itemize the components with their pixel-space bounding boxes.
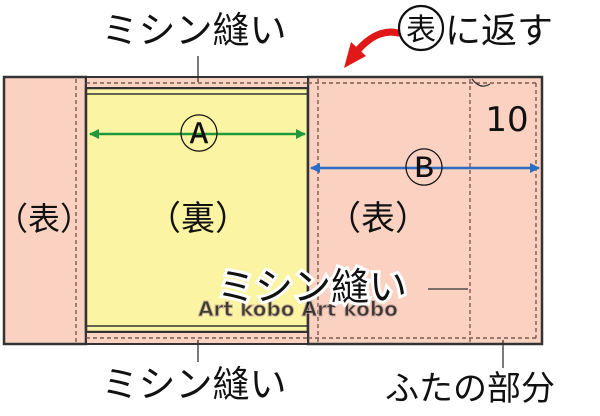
watermark: Art kobo Art kobo xyxy=(198,297,398,321)
stitch-middle-label: ミシン縫い xyxy=(217,265,407,309)
dimension-10-label: 10 xyxy=(485,100,528,140)
stitch-top-label: ミシン縫い xyxy=(102,9,287,52)
corner-mark xyxy=(471,78,491,87)
stitch-lines xyxy=(75,79,537,342)
front-right-label: （表） xyxy=(327,199,429,239)
turn-arrowhead xyxy=(344,42,366,68)
left-front-panel xyxy=(2,75,88,346)
top-seam-strip xyxy=(85,76,309,89)
turn-arrow xyxy=(354,28,402,54)
center-back-panel xyxy=(84,86,310,334)
dimension-a-label: Ⓐ xyxy=(179,112,219,158)
dimension-b-label: Ⓑ xyxy=(404,146,444,192)
front-left-label: （表） xyxy=(0,200,92,238)
stitch-bottom-label: ミシン縫い xyxy=(102,363,287,406)
turn-front-char: 表 xyxy=(406,13,436,48)
turn-suffix-label: に返す xyxy=(445,11,553,52)
flap-part-label: ふたの部分 xyxy=(385,369,555,409)
bottom-seam-strip xyxy=(85,331,309,345)
turn-front-circle xyxy=(397,4,445,52)
right-front-panel xyxy=(306,75,544,346)
back-center-label: （裏） xyxy=(147,199,249,239)
